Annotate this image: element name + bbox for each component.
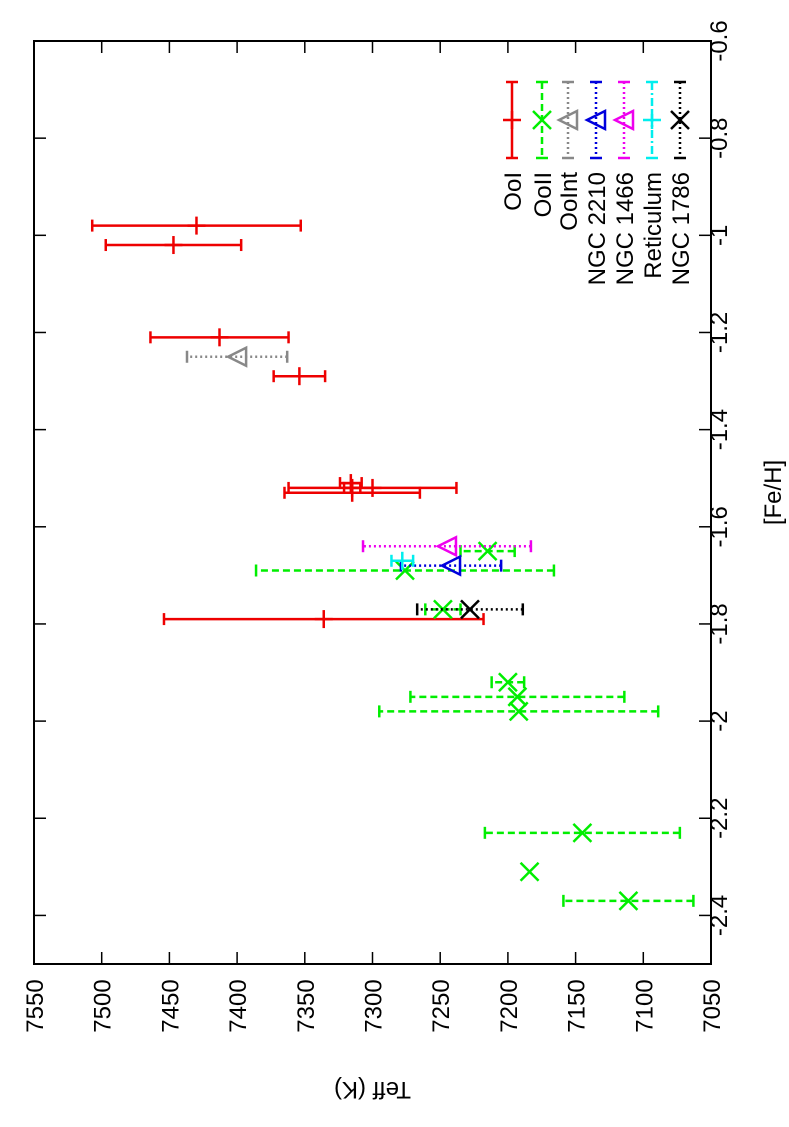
y-tick-label: 7500 <box>90 979 117 1032</box>
marker-stroke <box>435 535 458 558</box>
marker-stroke <box>433 599 453 620</box>
legend-marker <box>503 111 521 129</box>
y-tick-label: 7150 <box>564 979 591 1032</box>
y-tick-label: 7550 <box>22 979 49 1032</box>
marker-stroke <box>670 110 690 130</box>
legend-item: OoInt <box>556 80 583 231</box>
marker-stroke <box>612 108 635 132</box>
legend-item: NGC 1466 <box>612 80 639 285</box>
legend-marker <box>556 108 579 132</box>
x-tick-label: -2 <box>706 710 733 731</box>
marker-stroke <box>507 686 528 707</box>
x-axis-title: [Fe/H] <box>760 460 787 525</box>
marker-stroke <box>477 541 498 561</box>
marker-stroke <box>439 554 462 577</box>
legend-label: Reticulum <box>640 172 667 279</box>
x-tick-label: -1.8 <box>706 603 733 644</box>
data-point <box>433 599 453 620</box>
legend-label: OoII <box>530 172 557 217</box>
data-point <box>572 822 593 843</box>
data-point <box>507 686 528 707</box>
series-ngc-1466 <box>361 535 533 558</box>
data-point <box>187 216 206 235</box>
marker-stroke <box>618 890 639 911</box>
y-tick-label: 7300 <box>361 979 388 1032</box>
series-ooi <box>90 216 485 629</box>
x-tick-label: -1.2 <box>706 312 733 353</box>
data-point <box>341 474 360 493</box>
axis-titles: [Fe/H] Teff (K) <box>334 460 787 1103</box>
data-point <box>225 345 248 368</box>
y-tick-label: 7450 <box>157 979 184 1032</box>
y-tick-label: 7250 <box>428 979 455 1032</box>
x-tick-label: -1.6 <box>706 506 733 547</box>
series-ngc-2210 <box>399 554 503 577</box>
legend-marker <box>670 110 690 130</box>
data-point <box>290 367 309 386</box>
x-tick-label: -2.4 <box>706 895 733 936</box>
marker-stroke <box>225 345 248 368</box>
legend-item: NGC 2210 <box>584 80 611 285</box>
marker-stroke <box>498 672 518 693</box>
y-axis-title: Teff (K) <box>334 1076 411 1103</box>
marker-stroke <box>572 822 593 843</box>
legend-marker <box>532 110 552 130</box>
data-point <box>460 599 480 620</box>
legend-marker <box>584 108 607 132</box>
legend-item: NGC 1786 <box>668 80 695 285</box>
x-tick-label: -0.8 <box>706 117 733 158</box>
data-point <box>477 541 498 561</box>
marker-stroke <box>519 861 540 882</box>
y-tick-label: 7050 <box>699 979 726 1032</box>
legend-label: NGC 2210 <box>584 172 611 285</box>
data-point <box>164 236 183 255</box>
series-ngc-1786 <box>415 599 525 620</box>
data-point <box>363 478 382 497</box>
y-tick-label: 7350 <box>293 979 320 1032</box>
y-tick-label: 7200 <box>496 979 523 1032</box>
legend-marker <box>643 111 661 129</box>
marker-stroke <box>584 108 607 132</box>
data-point <box>393 551 412 570</box>
marker-stroke <box>460 599 480 620</box>
x-tick-label: -1 <box>706 225 733 246</box>
data-point <box>519 861 540 882</box>
legend-label: NGC 1786 <box>668 172 695 285</box>
legend-item: OoII <box>530 80 557 217</box>
x-tick-label: -0.6 <box>706 20 733 61</box>
x-tick-label: -1.4 <box>706 409 733 450</box>
tick-labels: -2.4 -2.2 -2 -1.8 -1.6 -1.4 -1.2 -1 -0.8 -0.6 7550… <box>22 20 733 1032</box>
series-ooint <box>185 345 289 368</box>
marker-stroke <box>556 108 579 132</box>
data-point <box>435 535 458 558</box>
series-reticulum <box>390 551 415 570</box>
x-tick-label: -2.2 <box>706 798 733 839</box>
legend-label: OoI <box>500 172 527 211</box>
y-tick-label: 7400 <box>225 979 252 1032</box>
data-point <box>498 672 518 693</box>
tick-marks <box>33 40 712 964</box>
y-tick-label: 7100 <box>631 979 658 1032</box>
legend-marker <box>612 108 635 132</box>
data-point <box>618 890 639 911</box>
data-point <box>314 610 333 629</box>
legend-label: OoInt <box>556 172 583 231</box>
data-series <box>90 216 695 911</box>
data-point <box>210 328 229 347</box>
legend-item: OoI <box>500 80 527 211</box>
series-ooii <box>254 541 695 911</box>
data-point <box>439 554 462 577</box>
legend-item: Reticulum <box>640 80 667 279</box>
legend-label: NGC 1466 <box>612 172 639 285</box>
marker-stroke <box>532 110 552 130</box>
